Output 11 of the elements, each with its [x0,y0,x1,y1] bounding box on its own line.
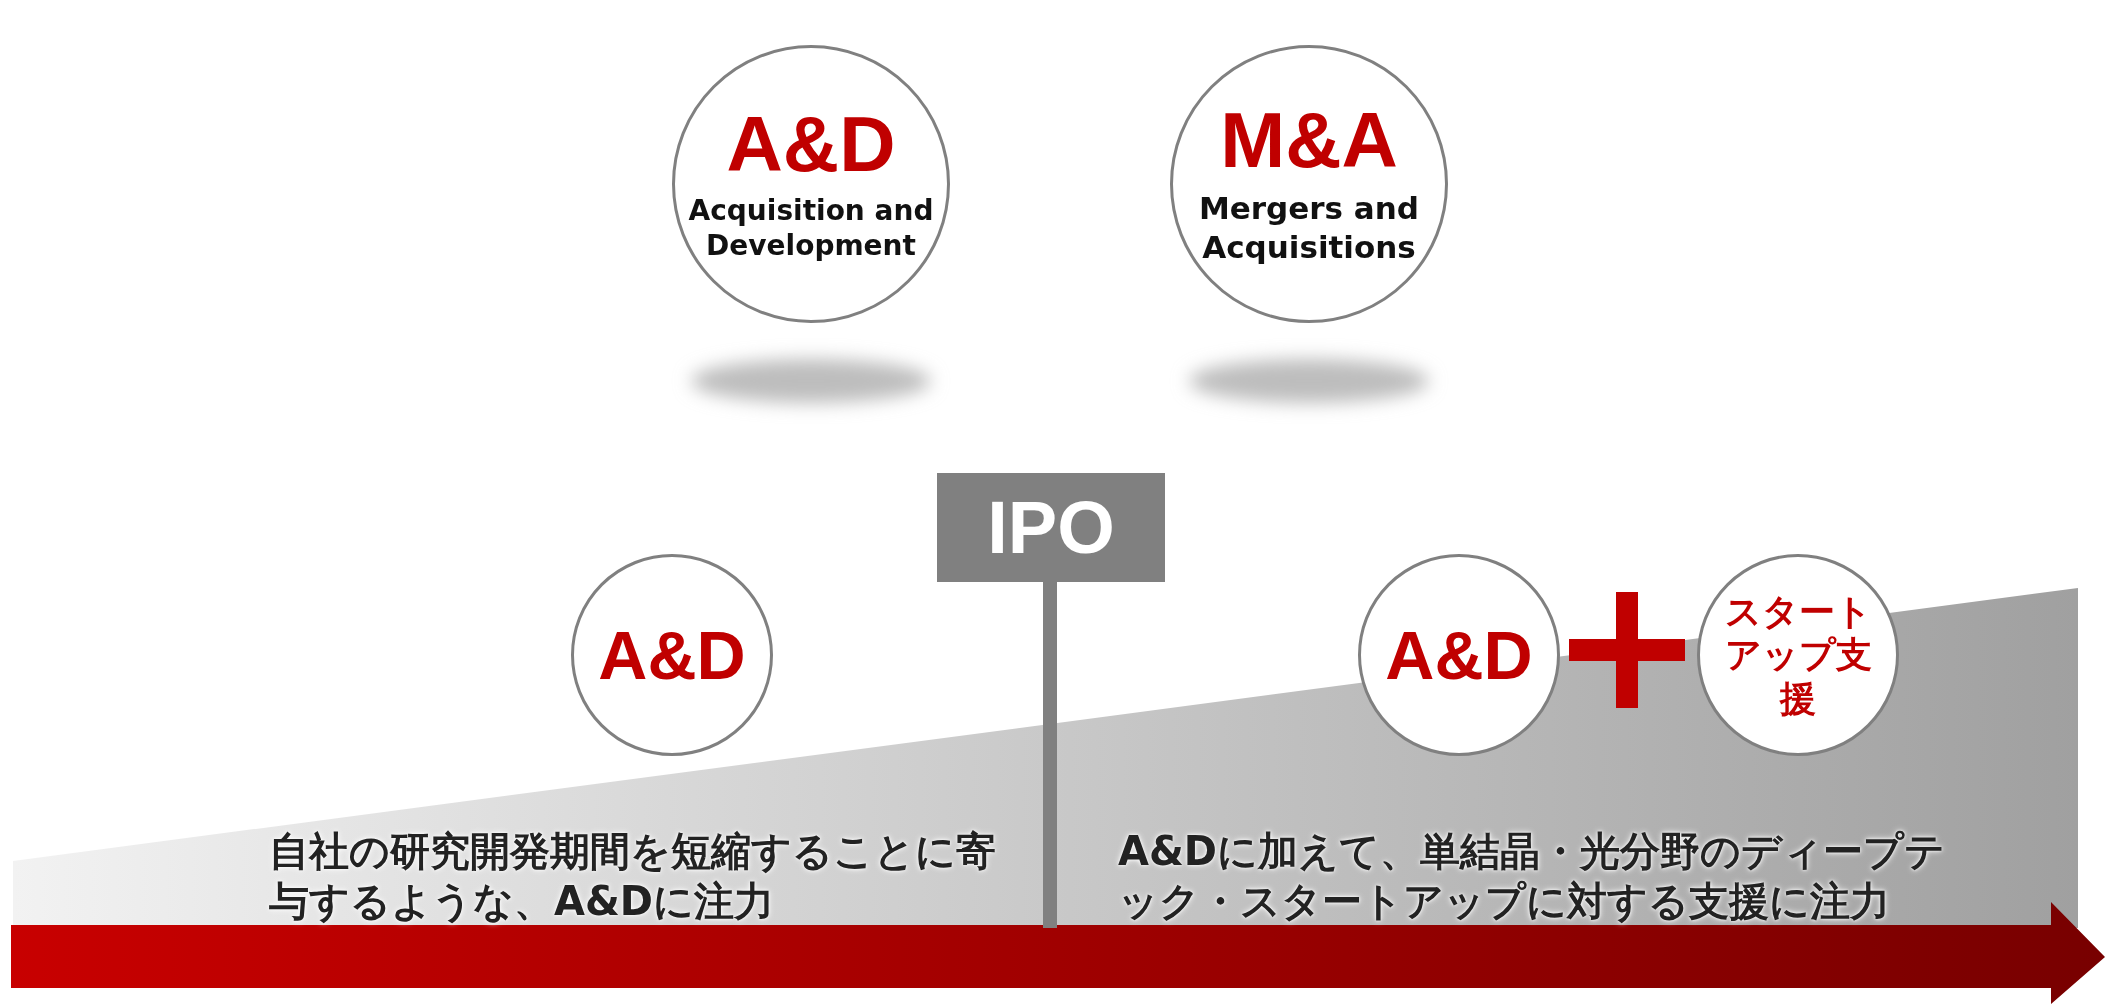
title-text: A&D [598,621,746,689]
title-text: M&A [1220,101,1398,180]
description-text: 自社の研究開発期間を短縮することに寄与するような、A&Dに注力 [269,827,997,926]
subtitle-text: Acquisition and Development [687,193,935,263]
subtitle-text: Mergers and Acquisitions [1197,189,1421,267]
sign-board: IPO [937,473,1165,582]
description-text: A&Dに加えて、単結晶・光分野のディープテック・スタートアップに対する支援に注力 [1118,827,1947,926]
title-text: A&D [1385,621,1533,689]
title-text: A&D [726,105,896,183]
sign-pole [1043,580,1057,928]
title-text: スタートアップ支援 [1724,590,1872,720]
